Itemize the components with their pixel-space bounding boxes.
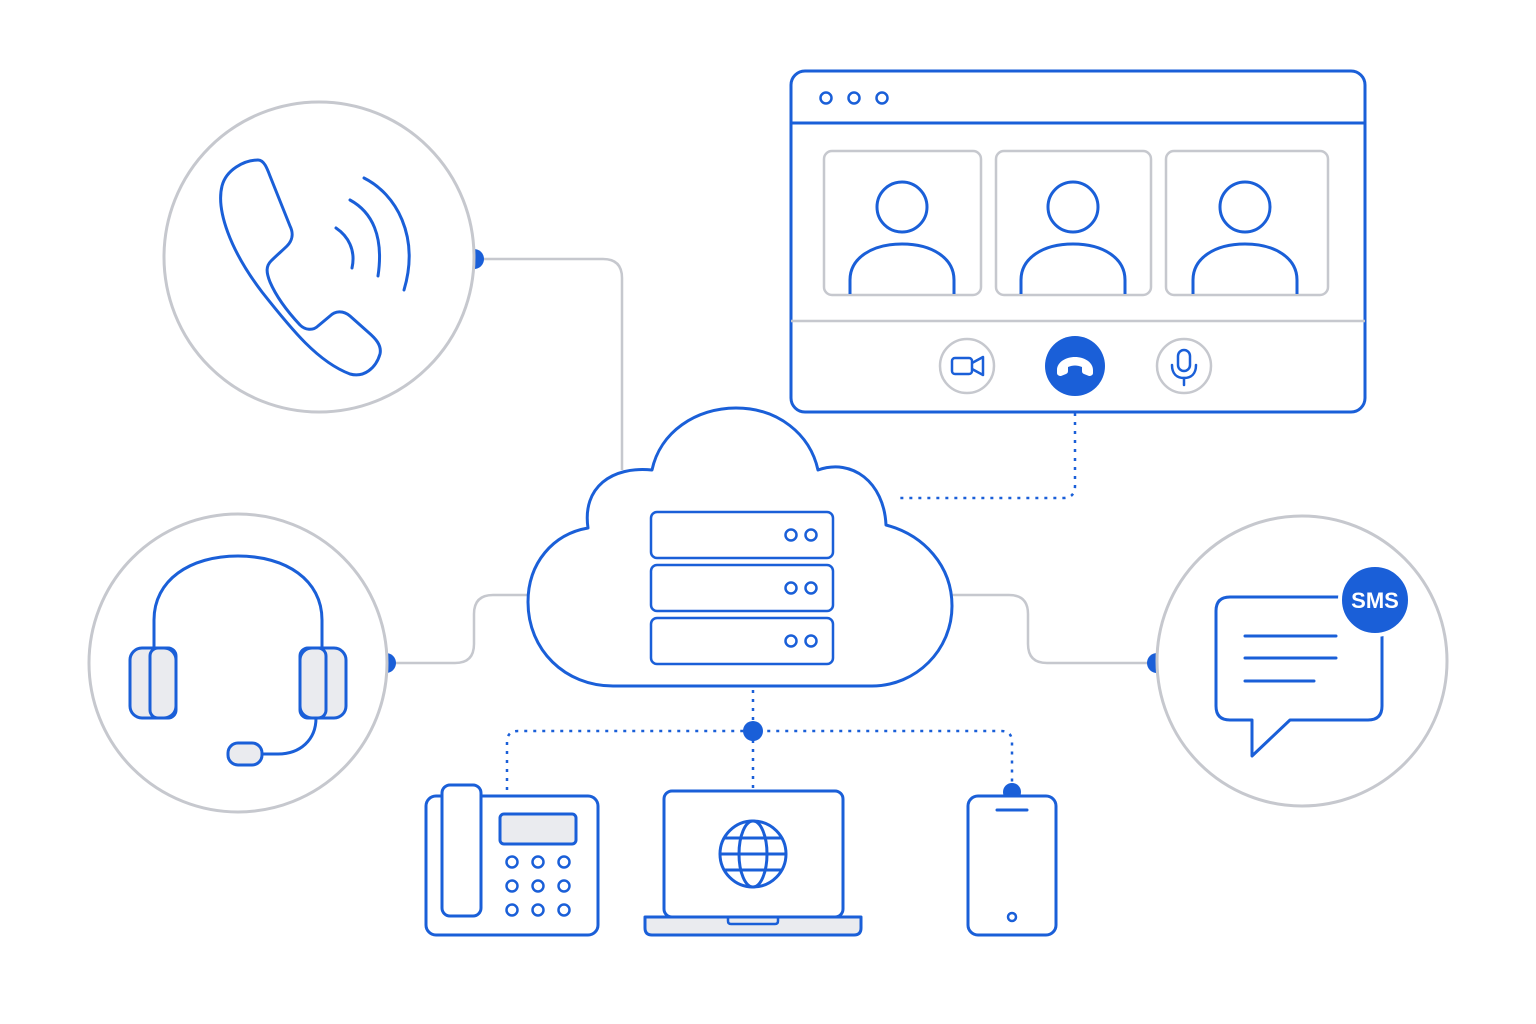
- connector-headset-cloud: [386, 593, 528, 665]
- cloud-server-node: [526, 406, 954, 688]
- person-icon: [1019, 180, 1127, 294]
- participant-tile-2: [994, 149, 1153, 297]
- headset-node: [87, 512, 389, 814]
- connector-video-cloud: [900, 413, 1077, 500]
- video-toggle-button[interactable]: [938, 337, 996, 395]
- person-icon: [1191, 180, 1299, 294]
- phone-call-node: [162, 100, 476, 414]
- server-unit-2: [649, 563, 835, 613]
- participant-tile-1: [822, 149, 983, 297]
- microphone-icon: [1170, 348, 1198, 387]
- phone-call-icon: [219, 158, 411, 377]
- desk-phone-icon: [424, 783, 600, 937]
- connector-sms-cloud: [952, 593, 1156, 665]
- end-call-button[interactable]: [1045, 336, 1105, 396]
- server-unit-1: [649, 510, 835, 560]
- smartphone-icon: [966, 783, 1058, 937]
- window-dot-2: [847, 91, 861, 105]
- server-stack-icon: [649, 510, 835, 666]
- window-dot-3: [875, 91, 889, 105]
- globe-icon: [718, 819, 788, 889]
- end-call-icon: [1057, 357, 1093, 376]
- sms-badge-label: SMS: [1351, 588, 1399, 613]
- video-conference-window: [789, 69, 1367, 414]
- laptop-globe-icon: [643, 789, 863, 937]
- server-unit-3: [649, 616, 835, 666]
- connector-device-bus: [505, 729, 1014, 790]
- person-icon: [848, 180, 956, 294]
- sms-node: SMS: [1155, 514, 1449, 808]
- phone-call-ring: [162, 100, 476, 414]
- dot-hub: [743, 721, 763, 741]
- headset-icon: [128, 554, 348, 767]
- participant-tile-3: [1164, 149, 1330, 297]
- sms-badge: SMS: [1338, 563, 1412, 637]
- video-camera-icon: [950, 355, 985, 377]
- microphone-toggle-button[interactable]: [1155, 337, 1213, 395]
- connector-phone-cloud: [474, 257, 624, 470]
- window-dots: [819, 91, 889, 105]
- window-dot-1: [819, 91, 833, 105]
